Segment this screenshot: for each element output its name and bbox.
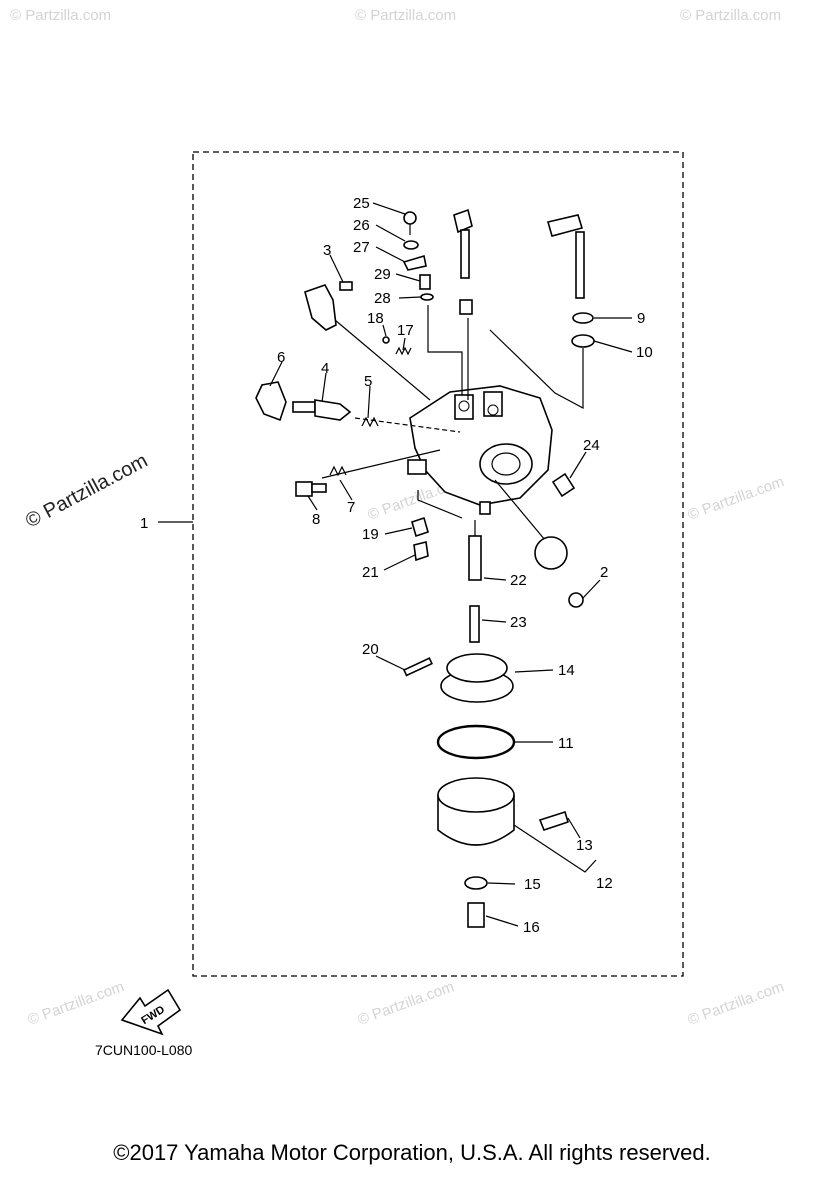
part-number: 19 [362, 526, 379, 543]
part-number: 13 [576, 837, 593, 854]
part-number: 2 [600, 564, 608, 581]
part-number: 9 [637, 310, 645, 327]
part-number: 4 [321, 360, 329, 377]
watermark: © Partzilla.com [355, 7, 456, 24]
part-number: 11 [558, 735, 574, 752]
assembly-code: 7CUN100-L080 [95, 1042, 192, 1058]
part-number: 6 [277, 349, 285, 366]
part-number: 20 [362, 641, 379, 658]
part-number: 5 [364, 373, 372, 390]
watermark: © Partzilla.com [10, 7, 111, 24]
assembly-boundary [192, 151, 684, 977]
part-number: 21 [362, 564, 379, 581]
part-number: 8 [312, 511, 320, 528]
part-number: 26 [353, 217, 370, 234]
part-number: 23 [510, 614, 527, 631]
watermark: © Partzilla.com [356, 978, 457, 1029]
part-number: 14 [558, 662, 575, 679]
part-number: 1 [140, 515, 148, 532]
watermark-group: © Partzilla.com © Partzilla.com © Partzi… [10, 7, 786, 1029]
part-number: 16 [523, 919, 540, 936]
copyright-footer: ©2017 Yamaha Motor Corporation, U.S.A. A… [113, 1140, 711, 1165]
part-number: 22 [510, 572, 527, 589]
leader-lines [269, 202, 633, 927]
watermark: © Partzilla.com [680, 7, 781, 24]
part-number: 29 [374, 266, 391, 283]
part-number: 17 [397, 322, 414, 339]
part-number: 27 [353, 239, 370, 256]
part-number: 15 [524, 876, 541, 893]
watermark: © Partzilla.com [686, 473, 787, 524]
part-number: 12 [596, 875, 613, 892]
part-number: 10 [636, 344, 653, 361]
part-number: 28 [374, 290, 391, 307]
part-number: 24 [583, 437, 600, 454]
part-number: 25 [353, 195, 370, 212]
watermark: © Partzilla.com [686, 978, 787, 1029]
part-number: 18 [367, 310, 384, 327]
carburetor-body [407, 385, 553, 515]
fwd-arrow-icon: FWD [120, 988, 182, 1036]
side-watermark: © Partzilla.com [22, 450, 151, 533]
part-glyphs [255, 208, 595, 928]
watermark: © Partzilla.com [26, 978, 127, 1029]
part-number: 7 [347, 499, 355, 516]
part-number: 3 [323, 242, 331, 259]
part-number-labels: 1 2 3 4 5 6 7 8 9 10 11 12 13 14 15 16 1… [140, 195, 653, 936]
